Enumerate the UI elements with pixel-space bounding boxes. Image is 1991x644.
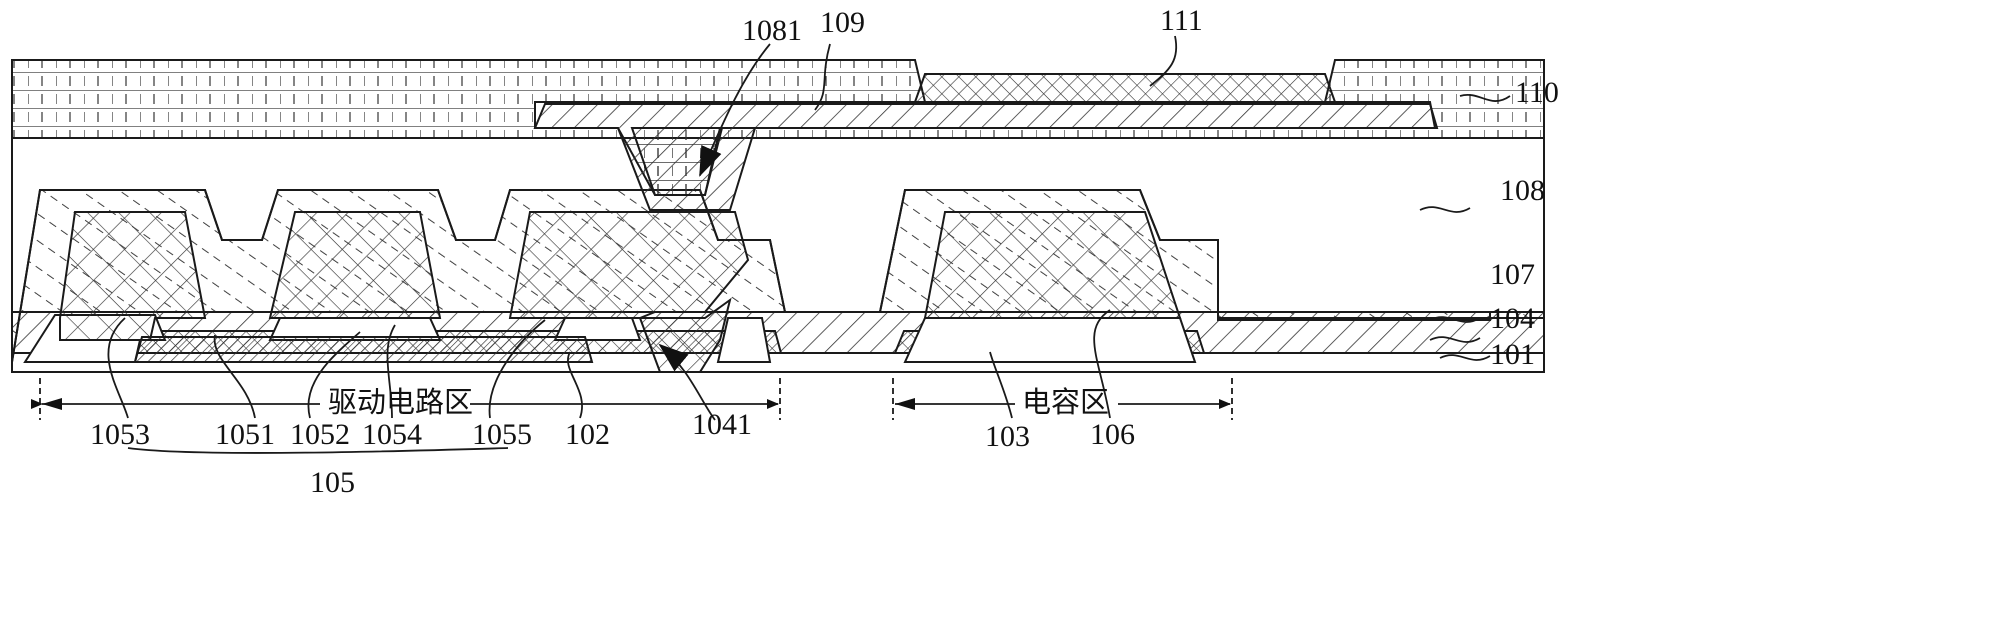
label-1052: 1052 — [290, 418, 350, 451]
layer-111 — [913, 73, 1337, 103]
label-capacitor-region: 电容区 — [1022, 385, 1109, 419]
label-110: 110 — [1515, 76, 1559, 109]
leaders — [107, 35, 1511, 454]
label-1081: 1081 — [742, 14, 802, 47]
arrow-start-cap — [895, 398, 915, 410]
via-1081-inner — [630, 127, 722, 196]
block-1053 — [59, 211, 207, 341]
label-101: 101 — [1490, 338, 1535, 371]
label-105: 105 — [310, 466, 355, 499]
label-104: 104 — [1490, 302, 1535, 335]
layer-1051-active — [133, 336, 594, 363]
label-1054: 1054 — [362, 418, 422, 451]
region-dimensions — [31, 378, 1233, 420]
gap-cap — [903, 317, 1197, 363]
label-driving-circuit-region: 驱动电路区 — [328, 385, 473, 419]
label-102: 102 — [565, 418, 610, 451]
block-1054 — [268, 211, 442, 319]
label-107: 107 — [1490, 258, 1535, 291]
arrow-start-left — [42, 398, 62, 410]
label-108: 108 — [1500, 174, 1545, 207]
label-1055: 1055 — [472, 418, 532, 451]
label-111: 111 — [1160, 4, 1203, 37]
label-1051: 1051 — [215, 418, 275, 451]
label-103: 103 — [985, 420, 1030, 453]
label-106: 106 — [1090, 418, 1135, 451]
block-106 — [923, 211, 1182, 319]
gap-right — [716, 317, 772, 363]
label-109: 109 — [820, 6, 865, 39]
label-1041: 1041 — [692, 408, 752, 441]
block-1055 — [508, 211, 750, 319]
label-1053: 1053 — [90, 418, 150, 451]
